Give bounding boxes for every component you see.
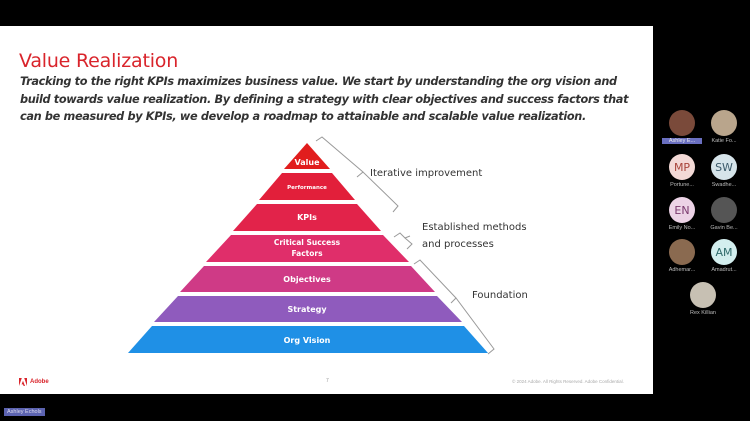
participant-tile[interactable]: Gavin Be... (704, 197, 744, 231)
slide-title: Value Realization (19, 50, 179, 72)
participant-name: Rex Killian (690, 310, 716, 316)
participant-name: Amadrut... (711, 267, 737, 273)
participant-name: Swadhe... (711, 182, 737, 188)
layer-label: Performance (287, 185, 327, 191)
participant-tile[interactable]: Rex Killian (683, 282, 723, 316)
presentation-slide: Value Realization Tracking to the right … (0, 26, 653, 394)
pyramid-layer-performance (259, 173, 355, 200)
layer-label: Strategy (287, 305, 327, 314)
participant-tile[interactable]: Ashley E... (662, 110, 702, 144)
brand-text: Adobe (30, 379, 49, 385)
avatar (669, 239, 695, 265)
annotation-established: Established methods (422, 222, 527, 233)
annotation-established: and processes (422, 239, 494, 250)
layer-label: Org Vision (284, 336, 331, 345)
adobe-logo: Adobe (19, 378, 49, 386)
avatar: MP (669, 154, 695, 180)
participant-name: Adhemar... (668, 267, 696, 273)
layer-label: Critical Success (274, 238, 341, 247)
avatar (711, 197, 737, 223)
bracket-iterative (315, 136, 399, 213)
participant-tile[interactable]: MP Portune... (662, 154, 702, 188)
pyramid-layer-csf (206, 235, 409, 262)
bracket-foundation (413, 259, 495, 355)
participant-name: Gavin Be... (710, 225, 738, 231)
avatar (711, 110, 737, 136)
participant-name: Katie Fo... (711, 138, 737, 144)
participant-name: Emily No... (668, 225, 696, 231)
layer-label: KPIs (297, 213, 317, 222)
value-pyramid: Value Performance KPIs Critical Success … (128, 136, 528, 355)
presenter-name-tag: Ashley Echols (4, 408, 45, 416)
participant-tile[interactable]: AM Amadrut... (704, 239, 744, 273)
participant-tile[interactable]: Katie Fo... (704, 110, 744, 144)
annotation-iterative: Iterative improvement (370, 168, 482, 179)
page-number: 7 (326, 378, 329, 384)
copyright-text: © 2024 Adobe. All Rights Reserved. Adobe… (512, 379, 624, 384)
avatar: EN (669, 197, 695, 223)
avatar (669, 110, 695, 136)
pyramid-layer-strategy (154, 296, 462, 322)
avatar (690, 282, 716, 308)
annotation-foundation: Foundation (472, 290, 528, 301)
participant-tile[interactable]: SW Swadhe... (704, 154, 744, 188)
pyramid-layer-objectives (180, 266, 435, 292)
pyramid-layer-org-vision (128, 326, 488, 353)
layer-label: Objectives (283, 275, 331, 284)
participant-name: Portune... (670, 182, 694, 188)
avatar: SW (711, 154, 737, 180)
adobe-icon (19, 378, 27, 386)
participant-name: Ashley E... (662, 138, 702, 144)
participant-tile[interactable]: Adhemar... (662, 239, 702, 273)
bracket-established (393, 232, 413, 250)
layer-label: Factors (291, 249, 323, 258)
pyramid-layer-kpis (233, 204, 381, 231)
participant-tile[interactable]: EN Emily No... (662, 197, 702, 231)
slide-intro-text: Tracking to the right KPIs maximizes bus… (20, 75, 629, 123)
layer-label: Value (294, 158, 320, 167)
pyramid-layer-value (284, 143, 330, 169)
avatar: AM (711, 239, 737, 265)
